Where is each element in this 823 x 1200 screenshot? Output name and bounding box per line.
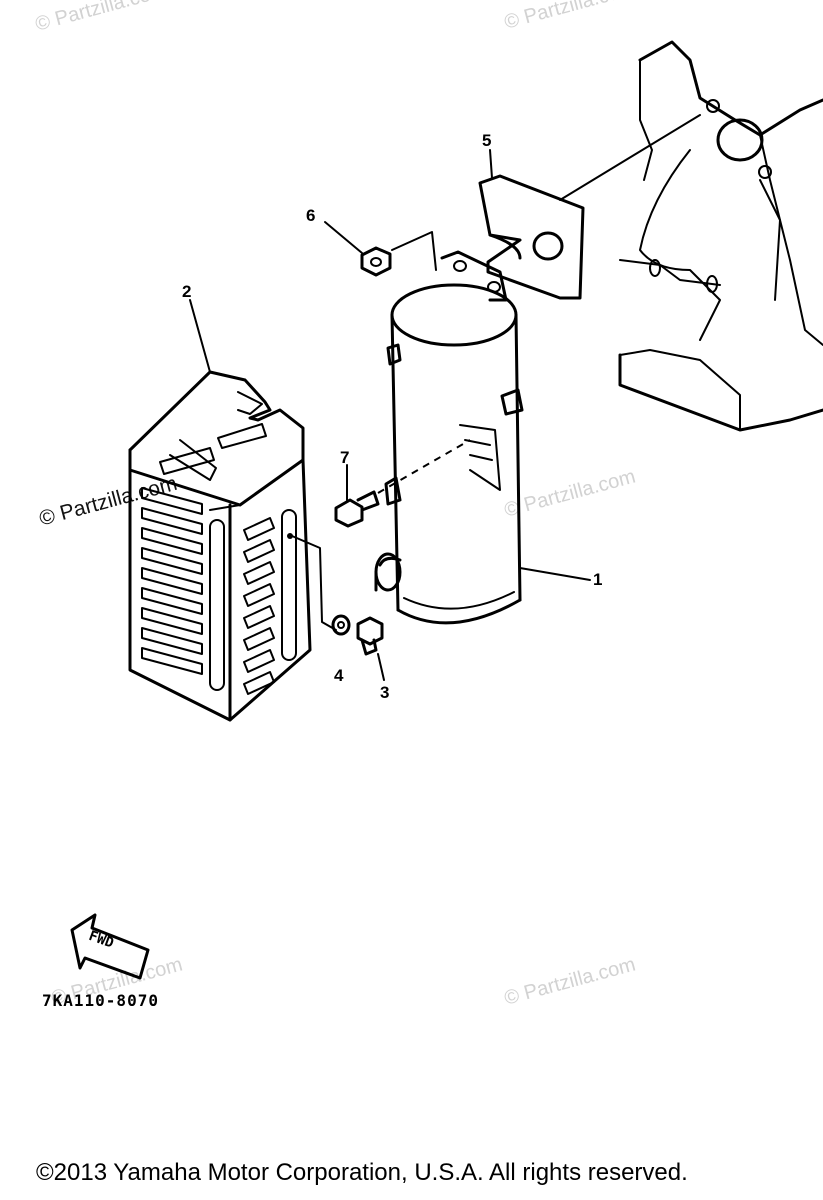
leader-line-6 xyxy=(324,221,363,254)
washer-4 xyxy=(331,614,351,636)
callout-4: 4 xyxy=(334,666,344,685)
louvers-right xyxy=(243,517,275,695)
copyright-notice: ©2013 Yamaha Motor Corporation, U.S.A. A… xyxy=(36,1159,688,1186)
vent-slot-right xyxy=(281,509,297,661)
leader-line-1 xyxy=(519,567,591,581)
leader-line-2 xyxy=(189,299,211,373)
leader-line-5b xyxy=(489,149,493,179)
vent-slot-left xyxy=(209,519,225,691)
leader-line-3 xyxy=(377,653,385,681)
louvers-left xyxy=(141,487,203,675)
leader-line-5 xyxy=(559,114,701,201)
muffler-1 xyxy=(374,250,524,625)
callout-2: 2 xyxy=(182,282,192,301)
gasket-5 xyxy=(478,174,585,300)
fwd-arrow-icon xyxy=(70,913,150,980)
leader-dashed xyxy=(377,439,471,494)
callout-6: 6 xyxy=(306,206,316,225)
callout-7: 7 xyxy=(340,448,350,467)
bolt-3 xyxy=(356,616,384,656)
callout-3: 3 xyxy=(380,683,390,702)
callout-1: 1 xyxy=(593,570,603,589)
callout-5: 5 xyxy=(482,131,492,150)
engine-block xyxy=(618,40,823,432)
diagram-code: 7KA110-8070 xyxy=(42,991,159,1010)
heat-shield-2 xyxy=(128,370,312,722)
bolt-7 xyxy=(334,490,380,528)
leader-line-4 xyxy=(291,535,337,631)
nut-6 xyxy=(360,231,437,277)
